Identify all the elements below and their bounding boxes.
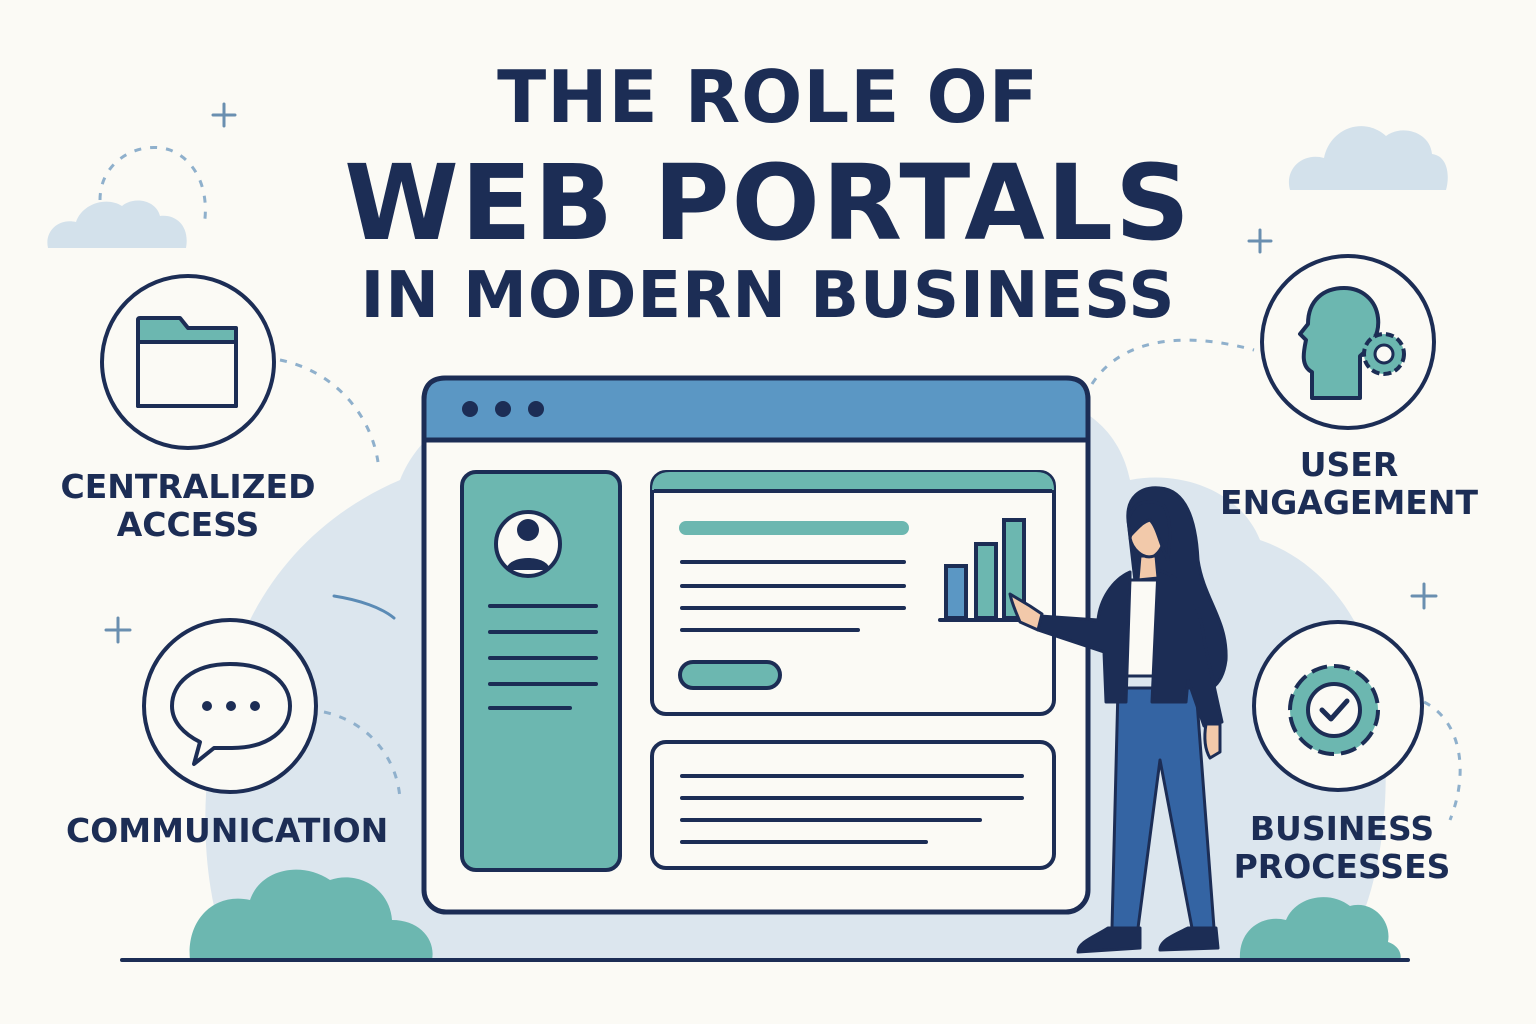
window-dot (528, 401, 544, 417)
swoosh-line (332, 594, 396, 620)
sidebar-lines (488, 604, 598, 710)
woman-figure (1008, 486, 1228, 954)
communication-label: COMMUNICATION (66, 811, 389, 850)
business-processes-label: BUSINESS PROCESSES (1233, 809, 1451, 886)
centralized-access-label: CENTRALIZED ACCESS (60, 467, 316, 544)
centralized-access-badge (100, 274, 276, 450)
bush-left (189, 869, 433, 960)
user-engagement-label: USER ENGAGEMENT (1220, 445, 1478, 522)
content-card (650, 740, 1056, 870)
title-line-3: IN MODERN BUSINESS (360, 259, 1176, 333)
bush-right (1239, 897, 1401, 960)
browser-window (421, 375, 1091, 915)
window-dot (495, 401, 511, 417)
sidebar-panel (460, 470, 622, 872)
window-dot (462, 401, 478, 417)
sparkle-decoration (104, 102, 1438, 644)
business-processes-badge (1252, 620, 1424, 792)
chat-bubble-icon (170, 662, 292, 766)
profile-avatar-icon (494, 510, 562, 578)
user-engagement-badge (1260, 254, 1436, 430)
cloud-left (47, 200, 187, 248)
card-button (678, 660, 782, 690)
title-line-1: THE ROLE OF (497, 55, 1039, 139)
cloud-right (1288, 126, 1448, 190)
communication-badge (142, 618, 318, 794)
dashed-connectors (98, 145, 1462, 821)
title-line-2: WEB PORTALS (344, 142, 1192, 264)
